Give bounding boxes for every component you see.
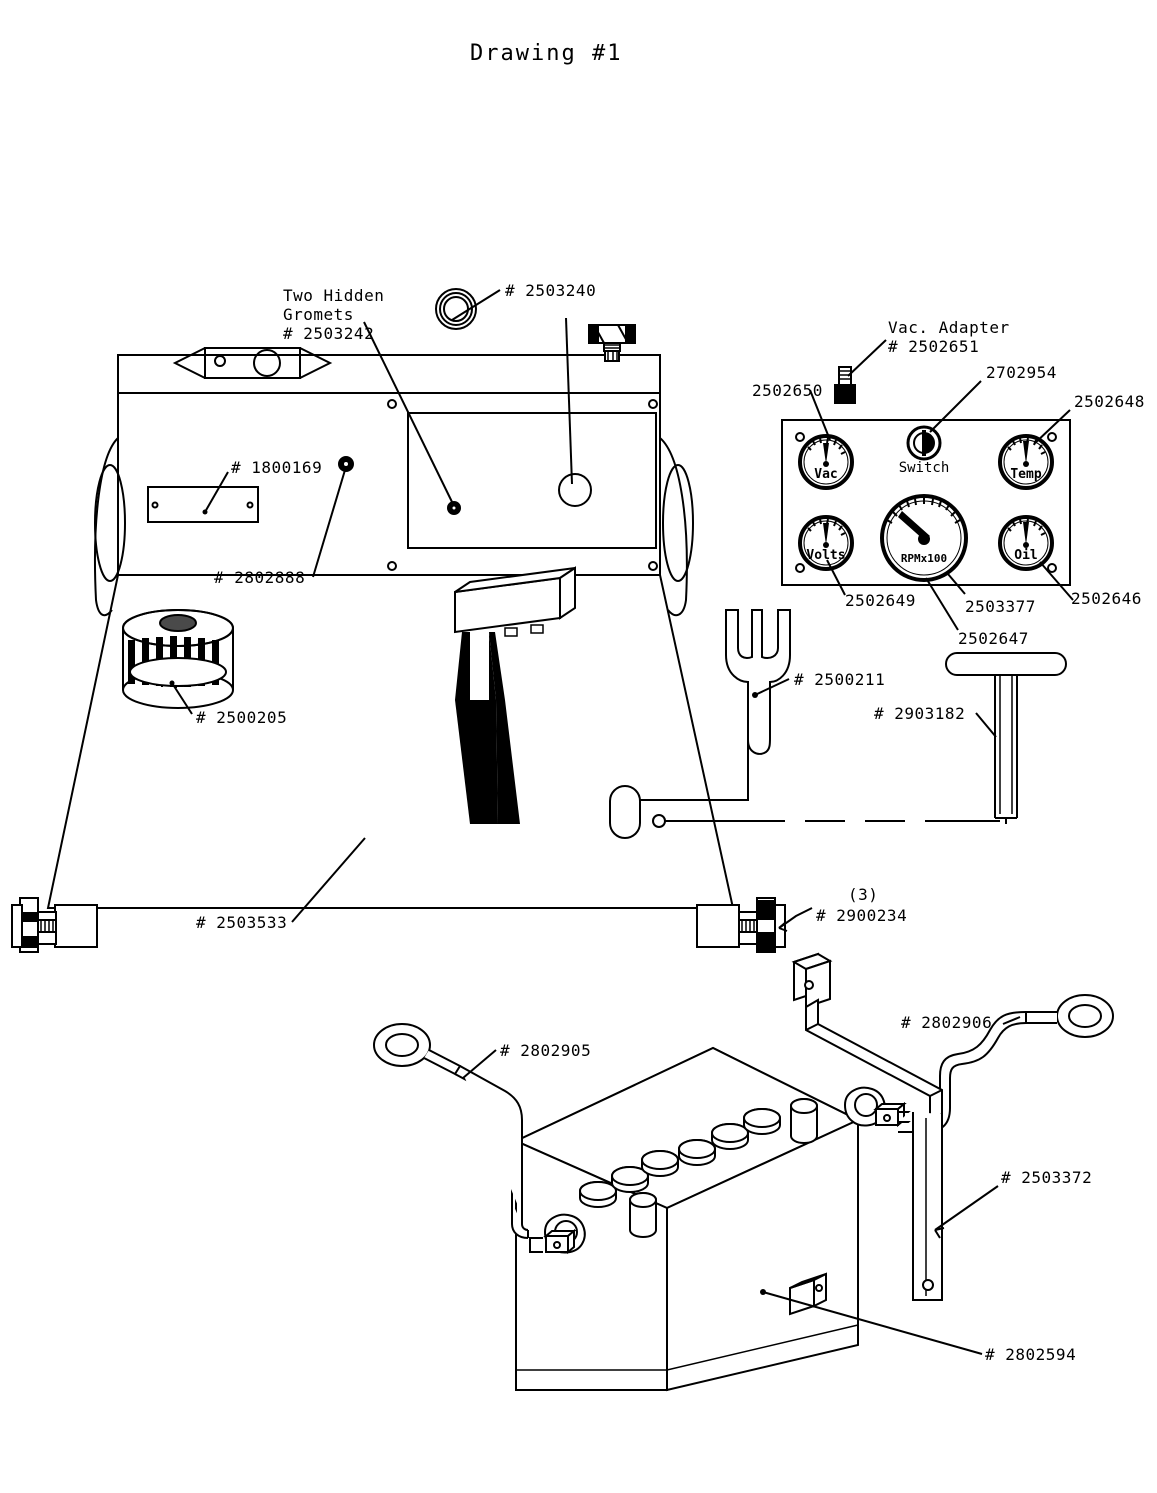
callout-2500211: # 2500211 [794,670,885,689]
callout-1800169: # 1800169 [231,458,322,477]
callout-grommets-line3: # 2503242 [283,324,374,343]
volts-gauge[interactable]: Volts [798,515,854,571]
rpm-gauge-label: RPMx100 [901,552,947,565]
callout-2503377: 2503377 [965,597,1036,616]
left-foot-assembly [11,897,98,953]
callout-2502648: 2502648 [1074,392,1145,411]
panel-switch[interactable]: Switch [899,425,950,476]
callout-2502649: 2502649 [845,591,916,610]
callout-2503372: # 2503372 [1001,1168,1092,1187]
battery-cable-left-2802905 [373,1023,529,1239]
hidden-grommet-b [558,473,592,507]
t-handle-tool-2903182 [945,652,1067,819]
callout-vac-adapter-line1: Vac. Adapter [888,318,1010,337]
callout-2903182: # 2903182 [874,704,965,723]
machine-body-assembly [46,324,735,909]
callout-2802594: # 2802594 [985,1345,1076,1364]
access-panel-window [407,412,657,549]
callout-vac-adapter-line2: # 2502651 [888,337,979,356]
gauge-panel-assembly: Vac Switch Temp [781,419,1071,586]
rpm-gauge[interactable]: RPMx100 [880,494,968,582]
battery-terminal-clamp-right [843,1086,912,1128]
hood-vent-badge [172,347,333,379]
temp-gauge[interactable]: Temp [998,434,1054,490]
foot-leader-arrowhead [778,921,788,932]
air-filter-2500205 [122,609,234,709]
battery-terminal-clamp-left [529,1213,586,1255]
callout-2502646: 2502646 [1071,589,1142,608]
grommet-hole-2802888 [338,456,354,472]
callout-grommets-line1: Two Hidden [283,286,384,305]
vac-adapter-2502651 [834,366,856,404]
oil-gauge-label: Oil [1014,548,1037,563]
leader-dots [169,509,766,1295]
callout-2500205: # 2500205 [196,708,287,727]
data-plate-1800169 [147,486,259,523]
callout-foot-qty: (3) [848,885,878,904]
callout-2802905: # 2802905 [500,1041,591,1060]
battery-holddown-bracket-2503372 [791,952,943,1301]
callout-2503533: # 2503533 [196,913,287,932]
front-face-fasteners [387,399,658,571]
callout-2802888: # 2802888 [214,568,305,587]
switch-label: Switch [899,460,950,476]
callout-2900234: # 2900234 [816,906,907,925]
right-side-handle [659,437,694,617]
callout-2802906: # 2802906 [901,1013,992,1032]
temp-gauge-label: Temp [1010,467,1041,482]
vac-gauge-label: Vac [814,467,837,482]
leader-lines [171,289,1074,1355]
control-box-module [454,566,576,637]
vac-gauge[interactable]: Vac [798,434,854,490]
bracket-leader-arrowhead [934,1227,945,1239]
control-cable [462,632,520,824]
callout-2503240: # 2503240 [505,281,596,300]
hood-valve-fitting [588,324,636,362]
left-side-handle [94,437,126,617]
fork-wrench-stem-line [660,682,749,801]
callout-2502647: 2502647 [958,629,1029,648]
panel-corner-holes [795,432,1057,573]
latch-pin-assembly [609,785,745,839]
callout-grommets-line2: Gromets [283,305,354,324]
callout-2702954: 2702954 [986,363,1057,382]
volts-gauge-label: Volts [806,548,845,563]
control-cable-highlight [470,632,489,700]
battery-cell-caps [579,1108,781,1208]
callout-2502650: 2502650 [752,381,823,400]
oil-gauge[interactable]: Oil [998,515,1054,571]
hidden-grommet-a [447,501,461,515]
battery-posts [629,1098,818,1238]
drawing-title: Drawing #1 [470,41,622,66]
